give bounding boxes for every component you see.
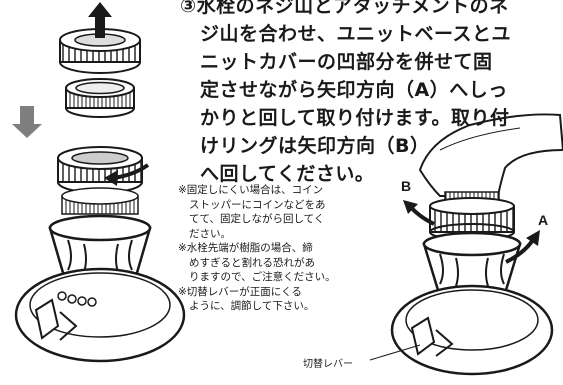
note-line: りますので、ご注意ください。 [189, 271, 336, 283]
instruction-line: けリングは矢印方向（B） [200, 135, 430, 157]
arrow-a-icon [505, 230, 540, 264]
instruction-line: ③水栓のネジ山とアタッチメントのネ [180, 0, 509, 17]
note-line: てて、固定しながら回してく [189, 213, 325, 225]
notes: ※固定しにくい場合は、コイン ストッパーにコインなどをあ てて、固定しながら回し… [178, 183, 388, 314]
unit-base [14, 267, 186, 363]
left-diagram [12, 2, 186, 363]
instruction-line: へ回してください。 [200, 163, 375, 185]
note-line: ように、調節して下さい。 [189, 300, 315, 312]
thread-adapter [65, 78, 135, 118]
note-line: ※水栓先端が樹脂の場合、締 [178, 242, 313, 254]
note-line: ※固定しにくい場合は、コイン [178, 184, 324, 196]
instruction-text: ③水栓のネジ山とアタッチメントのネ ジ山を合わせ、ユニットベースとユ ニットカバ… [180, 0, 560, 188]
note-line: ※切替レバーが正面にくる [178, 285, 302, 298]
down-arrow-icon [12, 106, 42, 138]
lever-leader-line [369, 344, 421, 361]
up-arrow-icon [88, 2, 112, 38]
right-diagram [369, 113, 563, 376]
instruction-line: かりと回して取り付けます。取り付 [200, 107, 510, 129]
instruction-line: ニットカバーの凹部分を併せて固 [200, 51, 493, 73]
unit-cover [48, 146, 152, 302]
faucet [418, 113, 563, 197]
mounting-ring [59, 28, 141, 74]
arrow-b-icon [403, 200, 435, 226]
note-line: ださい。 [189, 227, 231, 240]
installed-ring [429, 197, 515, 241]
note-line: ストッパーにコインなどをあ [189, 198, 326, 211]
lever-label: 切替レバー [303, 359, 353, 370]
instruction-line: 定させながら矢印方向（A）へしっ [200, 79, 508, 101]
label-a: A [538, 212, 549, 228]
label-b: B [401, 178, 412, 194]
instruction-line: ジ山を合わせ、ユニットベースとユ [200, 23, 512, 45]
note-line: めすぎると割れる恐れがあ [189, 256, 315, 269]
